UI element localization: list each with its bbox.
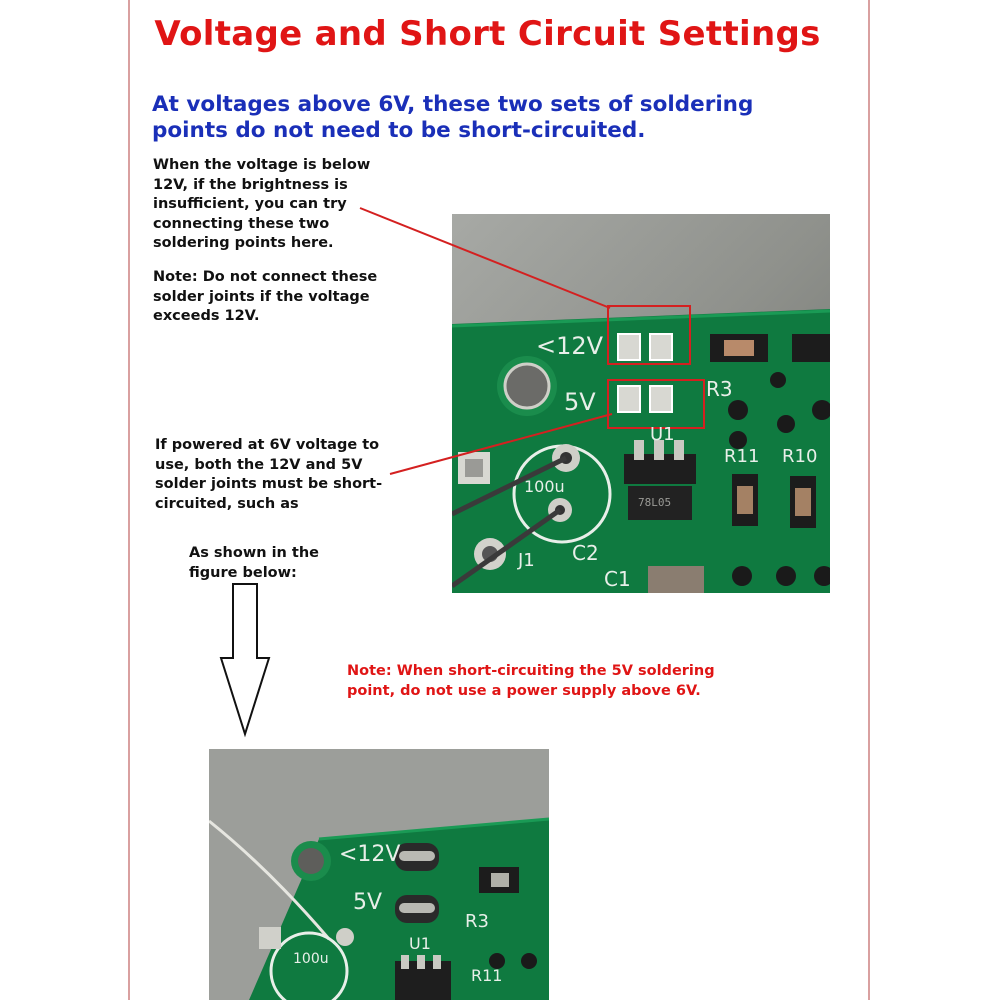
frame-left-border <box>128 0 130 1000</box>
note-do-not-connect: Note: Do not connect these solder joints… <box>153 269 378 324</box>
label-u1: U1 <box>650 424 675 445</box>
frame-right-border <box>868 0 870 1000</box>
label-j1: J1 <box>517 550 535 571</box>
pcb-photo-top: <12V 5V R3 U1 R11 R10 C2 C1 J1 100u 78L0… <box>452 214 830 593</box>
label-cap: 100u <box>524 477 565 496</box>
note-brightness: When the voltage is below 12V, if the br… <box>153 157 371 251</box>
label-cap-bottom: 100u <box>293 951 329 967</box>
label-r11: R11 <box>724 446 759 467</box>
down-arrow-icon <box>219 583 271 738</box>
label-5v: 5V <box>564 388 596 416</box>
label-r3-bottom: R3 <box>465 911 489 932</box>
label-chip: 78L05 <box>638 496 671 509</box>
label-r3: R3 <box>706 377 733 401</box>
label-r10: R10 <box>782 446 817 467</box>
label-5v-bottom: 5V <box>353 890 382 915</box>
label-c2: C2 <box>572 541 599 565</box>
label-c1: C1 <box>604 567 631 591</box>
pcb-photo-bottom: <12V 5V R3 U1 R11 100u <box>209 749 549 1000</box>
label-u1-bottom: U1 <box>409 934 431 953</box>
note-six-volt: If powered at 6V voltage to use, both th… <box>155 437 383 512</box>
page-title: Voltage and Short Circuit Settings <box>154 14 821 54</box>
warning-note: Note: When short-circuiting the 5V solde… <box>347 663 715 699</box>
subtitle: At voltages above 6V, these two sets of … <box>152 92 754 143</box>
label-r11-bottom: R11 <box>471 966 502 985</box>
label-12v-bottom: <12V <box>339 842 400 867</box>
label-12v: <12V <box>536 332 604 360</box>
note-shown-below: As shown in the figure below: <box>189 545 320 581</box>
